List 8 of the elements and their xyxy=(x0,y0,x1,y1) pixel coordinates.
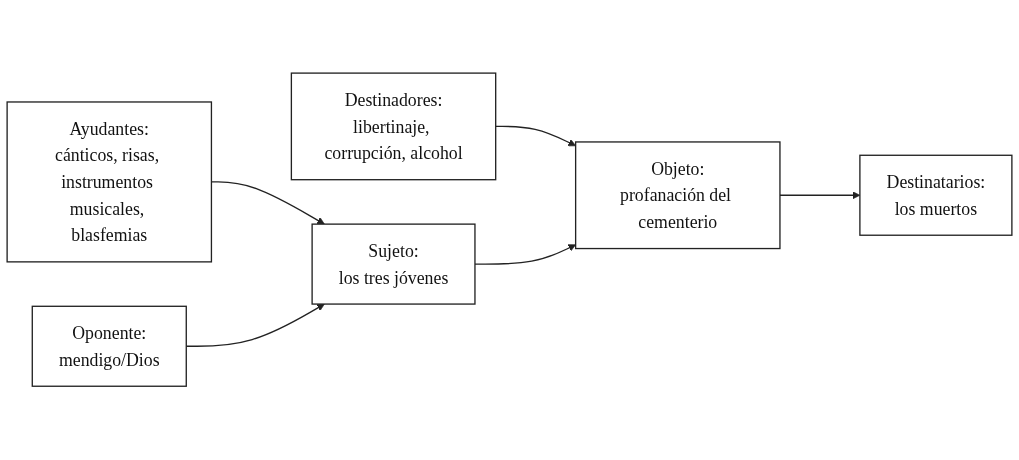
node-box: Destinadores: libertinaje, corrupción, alcohol xyxy=(290,72,497,181)
node-box: Ayudantes: cánticos, risas, instrumentos musicales, blasfemias xyxy=(6,101,213,263)
arrow xyxy=(474,244,576,266)
arrow xyxy=(495,126,576,147)
node-box: Sujeto: los tres jóvenes xyxy=(311,223,476,306)
node-box: Objeto: profanación del cementerio xyxy=(574,141,781,250)
node-box: Oponente: mendigo/Dios xyxy=(31,305,187,388)
node-box: Destinatarios: los muertos xyxy=(859,154,1013,237)
